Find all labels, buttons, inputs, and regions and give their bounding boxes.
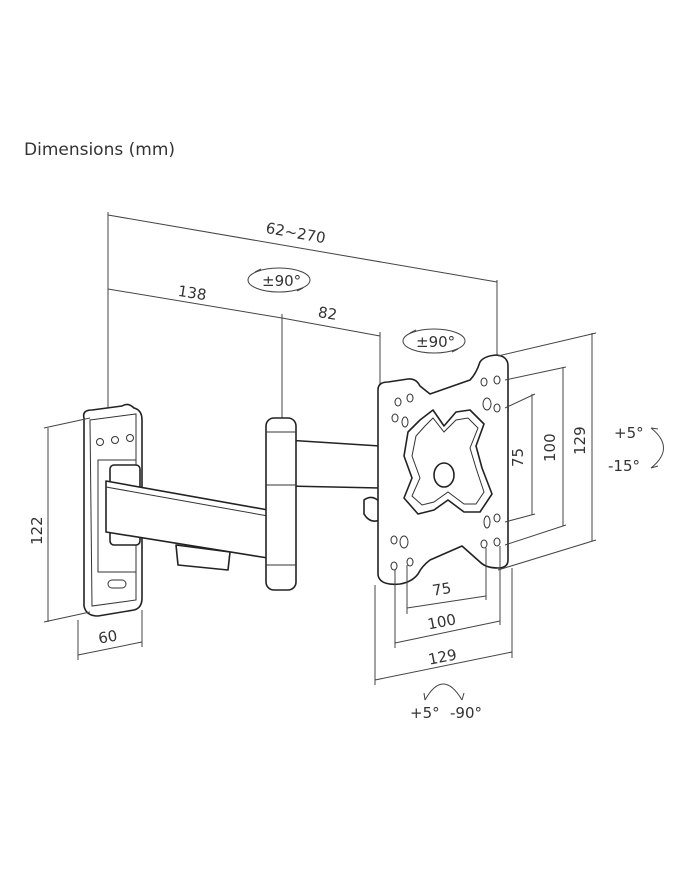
arm2-label: 82 — [317, 303, 339, 324]
swivel-icon: ±90° — [247, 267, 311, 293]
rotate-plus-label: +5° — [410, 704, 440, 722]
arm-dimensions: 138 82 — [107, 282, 381, 418]
vesa-plate — [377, 354, 509, 586]
swivel1-label: ±90° — [262, 272, 301, 290]
wall-width-dimension: 60 — [77, 610, 143, 660]
swing-arm — [105, 417, 381, 591]
tilt-arrow-icon — [650, 427, 664, 469]
wall-height-dimension: 122 — [28, 417, 91, 623]
reach-dimension: 62~270 — [107, 212, 498, 412]
plate-v-inner-label: 75 — [509, 448, 527, 467]
tilt-indicator: +5° -15° — [608, 424, 664, 475]
tilt-down-label: -15° — [608, 457, 640, 475]
plate-h-inner-label: 75 — [431, 579, 453, 600]
arm1-label: 138 — [177, 282, 208, 304]
plate-horizontal-dimensions: 75 100 129 — [374, 546, 513, 685]
wall-width-label: 60 — [97, 627, 119, 648]
plate-vertical-dimensions: 129 100 75 — [497, 332, 597, 571]
plate-h-outer-label: 129 — [427, 646, 459, 669]
plate-v-mid-label: 100 — [541, 433, 559, 462]
rotate-minus-label: -90° — [450, 704, 482, 722]
rotation-arrow-icon — [423, 683, 465, 701]
reach-label: 62~270 — [264, 219, 327, 247]
wall-height-label: 122 — [28, 516, 46, 545]
swivel-icon: ±90° — [402, 328, 466, 354]
plate-h-mid-label: 100 — [426, 610, 458, 633]
swivel2-label: ±90° — [416, 333, 455, 351]
diagram-title: Dimensions (mm) — [24, 140, 176, 160]
tilt-up-label: +5° — [614, 424, 644, 442]
plate-v-outer-label: 129 — [571, 426, 589, 455]
rotation-indicator: +5° -90° — [410, 683, 482, 722]
